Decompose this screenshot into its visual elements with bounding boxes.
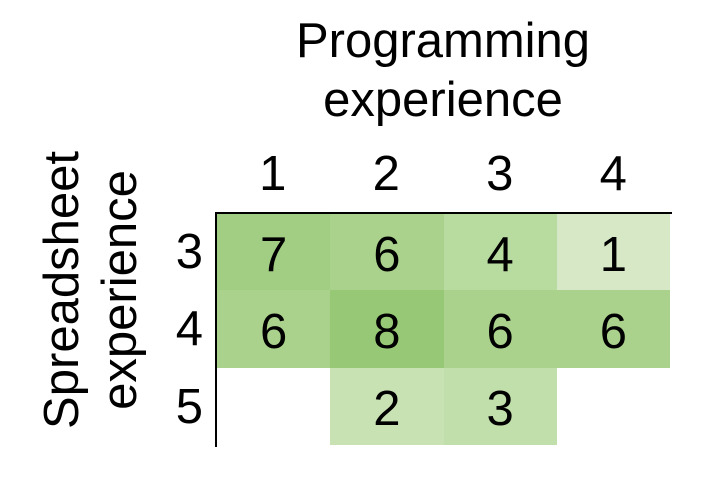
y-axis-title-line1: Spreadsheet [35,151,89,429]
x-tick-label: 1 [259,147,287,201]
x-axis-title: Programming experience [193,12,693,130]
x-tick-label: 3 [486,147,514,201]
x-tick-label: 2 [372,147,400,201]
heatmap-cell: 7 [217,214,331,290]
heatmap-cell: 6 [330,214,444,290]
heatmap-cell: 4 [443,214,557,290]
heatmap-cell [557,368,670,445]
heatmap-cell: 3 [443,368,557,445]
heatmap-cell: 6 [217,290,331,368]
x-axis-tick-labels: 1 2 3 4 [216,146,670,202]
heatmap-cell: 6 [556,290,670,368]
x-axis-line [215,212,672,214]
heatmap-cell: 1 [556,214,670,290]
y-axis-line [215,212,217,447]
x-axis-title-line2: experience [323,73,563,127]
y-axis-tick-labels: 3 4 5 [155,214,203,445]
heatmap-cell: 6 [443,290,557,368]
heatmap-cell: 8 [330,290,444,368]
heatmap-cell: 2 [330,368,444,445]
y-tick-label: 3 [175,225,203,279]
y-tick-label: 5 [175,379,203,434]
x-tick-label: 4 [599,147,627,201]
x-axis-title-line1: Programming [295,14,591,68]
y-tick-label: 4 [175,302,203,356]
y-axis-title-line2: experience [93,170,147,410]
y-axis-title: Spreadsheet experience [33,140,151,440]
heatmap-cell [217,368,330,445]
